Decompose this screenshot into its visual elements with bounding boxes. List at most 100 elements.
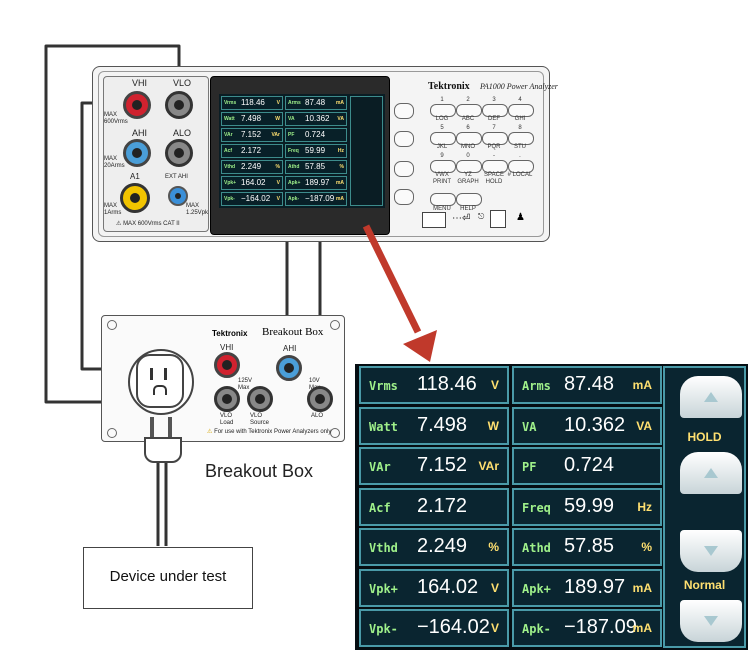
measurement-name: Vrms xyxy=(224,100,237,106)
measurement-name: Vpk+ xyxy=(369,581,398,596)
menu-key[interactable] xyxy=(430,193,456,206)
measurement-value: 164.02 xyxy=(417,575,479,598)
ahi-jack[interactable] xyxy=(123,139,151,167)
menu-key-label: MENU xyxy=(433,206,451,212)
usb-device-slot xyxy=(490,210,506,228)
vhi-jack[interactable] xyxy=(123,91,151,119)
key-label: JKL xyxy=(436,144,448,150)
down-button[interactable] xyxy=(680,530,742,572)
power-icon: ⎋ xyxy=(478,212,485,221)
measurement-value: 2.249 xyxy=(241,162,262,171)
keypad-key[interactable] xyxy=(430,132,456,145)
measurement-unit: VA xyxy=(337,116,344,122)
key-number: 4 xyxy=(518,97,522,103)
measurement-unit: VA xyxy=(636,418,652,433)
vlo-jack[interactable] xyxy=(165,91,193,119)
bb-warning-text: For use with Tektronix Power Analyzers o… xyxy=(214,429,332,435)
help-key[interactable] xyxy=(456,193,482,206)
measurement-unit: % xyxy=(488,540,499,554)
key-label: YZ GRAPH xyxy=(457,172,479,185)
measurement-name: Apk- xyxy=(288,196,300,202)
key-number: 7 xyxy=(492,125,496,131)
bb-warning-icon: ⚠ xyxy=(207,429,213,435)
max-ext-label: MAX 1.25Vpk xyxy=(186,203,209,216)
keypad-key[interactable] xyxy=(430,104,456,117)
measurement-value: 10.362 xyxy=(305,114,330,123)
keypad-key[interactable] xyxy=(482,132,508,145)
measurement-value: −164.02 xyxy=(417,616,490,638)
keypad-key[interactable] xyxy=(456,132,482,145)
bb-ahi-label: AHI xyxy=(283,344,297,353)
bb-vlo-load-jack[interactable] xyxy=(214,386,240,412)
key-label: STU xyxy=(514,144,526,150)
alo-jack[interactable] xyxy=(165,139,193,167)
key-number: 0 xyxy=(466,153,470,159)
zoomed-side-panel: HOLD Normal xyxy=(663,366,746,648)
measurement-value: 57.85 xyxy=(564,535,615,557)
measurement-value: −187.09 xyxy=(564,616,637,638)
down-arrow-icon xyxy=(704,546,718,556)
breakout-brand: Tektronix xyxy=(212,329,248,338)
side-button-2[interactable] xyxy=(394,131,414,147)
side-button-4[interactable] xyxy=(394,189,414,205)
measurement-unit: mA xyxy=(632,580,652,595)
measurement-unit: mA xyxy=(335,196,344,202)
warning-icon: ⚠ xyxy=(116,221,122,227)
ext-label: EXT AHI xyxy=(165,174,188,180)
max-a1-label: MAX 1Arms xyxy=(104,203,122,216)
keypad-key[interactable] xyxy=(482,160,508,173)
key-number: 8 xyxy=(518,125,522,131)
small-lcd-side-panel xyxy=(350,96,383,206)
breakout-title: Breakout Box xyxy=(262,326,324,338)
side-button-1[interactable] xyxy=(394,103,414,119)
measurement-value: 189.97 xyxy=(305,178,330,187)
measurement-unit: mA xyxy=(335,100,344,106)
measurement-name: Freq xyxy=(522,500,551,515)
down-fast-button[interactable] xyxy=(680,600,742,642)
measurement-name: Vpk- xyxy=(369,622,398,636)
bb-alo-jack[interactable] xyxy=(307,386,333,412)
measurement-name: Athd xyxy=(288,164,300,170)
measurement-name: Vthd xyxy=(369,541,398,555)
bb-alo-label: ALO xyxy=(311,413,324,419)
a1-jack[interactable] xyxy=(120,183,150,213)
measurement-value: 0.724 xyxy=(305,130,326,139)
outlet-face xyxy=(136,354,184,408)
alo-label: ALO xyxy=(173,128,192,138)
keypad-key[interactable] xyxy=(482,104,508,117)
keypad-key[interactable] xyxy=(508,132,534,145)
ext-jack[interactable] xyxy=(168,186,188,206)
bb-vlo-source-jack[interactable] xyxy=(247,386,273,412)
measurement-unit: % xyxy=(339,164,344,170)
hold-label[interactable]: HOLD xyxy=(687,430,722,444)
key-label: MNO xyxy=(461,144,475,150)
up-fast-button[interactable] xyxy=(680,376,742,418)
plug-prong-left xyxy=(150,417,154,437)
keypad-key[interactable] xyxy=(456,160,482,173)
normal-label[interactable]: Normal xyxy=(683,578,726,592)
analyzer-brand: Tektronix xyxy=(428,81,470,92)
side-button-3[interactable] xyxy=(394,161,414,177)
bb-vhi-jack[interactable] xyxy=(214,352,240,378)
measurement-name: Arms xyxy=(288,100,301,106)
measurement-value: 7.498 xyxy=(417,413,468,436)
up-button[interactable] xyxy=(680,452,742,494)
bb-ahi-jack[interactable] xyxy=(276,355,302,381)
keypad-key[interactable] xyxy=(456,104,482,117)
measurement-name: Freq xyxy=(288,148,299,154)
keypad-key[interactable] xyxy=(430,160,456,173)
keypad-key[interactable] xyxy=(508,104,534,117)
measurement-unit: V xyxy=(490,580,499,595)
measurement-unit: Hz xyxy=(337,148,344,154)
measurement-name: Arms xyxy=(522,379,551,393)
keypad-key[interactable] xyxy=(508,160,534,173)
measurement-value: 59.99 xyxy=(564,494,615,517)
